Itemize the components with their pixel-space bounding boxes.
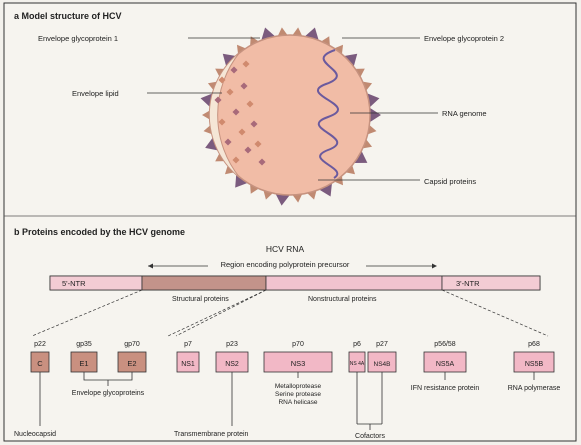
protein-mass: p6 bbox=[353, 341, 361, 348]
protein-name: E2 bbox=[127, 359, 136, 368]
protein-mass: gp70 bbox=[124, 341, 140, 348]
protein-name: C bbox=[37, 359, 43, 368]
protein-mass: p56/58 bbox=[434, 341, 456, 348]
caption-ns3-line: Serine protease bbox=[275, 391, 321, 398]
protein-name: NS3 bbox=[291, 359, 306, 368]
label-envelope-glycoprotein-2: Envelope glycoprotein 2 bbox=[424, 34, 504, 43]
caption-ns5a: IFN resistance protein bbox=[411, 385, 480, 392]
protein-mass: p7 bbox=[184, 341, 192, 348]
protein-name: NS1 bbox=[181, 361, 195, 368]
structural-proteins-label: Structural proteins bbox=[172, 296, 229, 303]
caption-ns3-line: Metalloprotease bbox=[275, 383, 322, 390]
genome-bar: 5'-NTR 3'-NTR bbox=[50, 276, 540, 290]
utr3-label: 3'-NTR bbox=[456, 279, 480, 288]
polyprotein-region-label: Region encoding polyprotein precursor bbox=[221, 260, 350, 269]
caption-transmembrane: Transmembrane protein bbox=[174, 431, 249, 438]
protein-name: NS 4A bbox=[350, 361, 365, 367]
protein-name: NS5A bbox=[436, 361, 455, 368]
nonstructural-proteins-label: Nonstructural proteins bbox=[308, 296, 377, 303]
protein-name: NS2 bbox=[225, 361, 239, 368]
protein-mass: p68 bbox=[528, 341, 540, 348]
protein-name: E1 bbox=[79, 359, 88, 368]
protein-mass: gp35 bbox=[76, 341, 92, 348]
utr5-label: 5'-NTR bbox=[62, 279, 86, 288]
protein-mass: p22 bbox=[34, 341, 46, 348]
label-rna-genome: RNA genome bbox=[442, 109, 487, 118]
label-envelope-lipid: Envelope lipid bbox=[72, 89, 119, 98]
caption-ns3-line: RNA helicase bbox=[278, 399, 317, 406]
caption-cofactors: Cofactors bbox=[355, 433, 385, 440]
panel-b-heading: b Proteins encoded by the HCV genome bbox=[14, 227, 185, 237]
protein-mass: p27 bbox=[376, 341, 388, 348]
protein-name: NS5B bbox=[525, 361, 544, 368]
panel-a-heading: a Model structure of HCV bbox=[14, 11, 122, 21]
label-envelope-glycoprotein-1: Envelope glycoprotein 1 bbox=[38, 34, 118, 43]
caption-envelope: Envelope glycoproteins bbox=[72, 390, 145, 397]
structural-segment bbox=[142, 276, 266, 290]
protein-mass: p23 bbox=[226, 341, 238, 348]
hcv-rna-title: HCV RNA bbox=[266, 244, 305, 254]
caption-nucleocapsid: Nucleocapsid bbox=[14, 431, 56, 438]
caption-ns5b: RNA polymerase bbox=[508, 385, 561, 392]
label-capsid-proteins: Capsid proteins bbox=[424, 177, 476, 186]
protein-mass: p70 bbox=[292, 341, 304, 348]
protein-name: NS4B bbox=[374, 361, 391, 368]
nonstructural-segment bbox=[266, 276, 442, 290]
